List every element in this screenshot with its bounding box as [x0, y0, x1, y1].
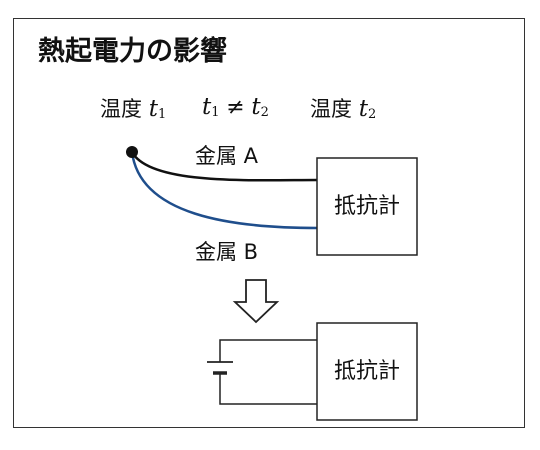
temp-left-label: 温度 t1: [100, 96, 167, 122]
resistance-meter-box-top: [316, 157, 418, 256]
metal-b-wire: [130, 151, 319, 230]
meter-label-top: 抵抗計: [334, 194, 401, 219]
down-arrow-icon: [232, 279, 280, 324]
temp-right-label: 温度 t2: [310, 96, 377, 122]
temperature-condition: t1 ≠ t2: [202, 94, 269, 120]
diagram-title: 熱起電力の影響: [38, 36, 227, 67]
metal-a-wire: [130, 151, 319, 182]
metal-a-label: 金属 A: [195, 144, 259, 168]
diagram-frame: [13, 18, 525, 428]
circuit-wire-top: [219, 339, 317, 362]
circuit-wire-bottom: [219, 373, 317, 405]
thermal-junction-dot: [126, 146, 138, 158]
resistance-meter-box-bottom: [316, 322, 418, 421]
metal-b-label: 金属 B: [195, 240, 259, 264]
meter-label-bottom: 抵抗計: [334, 359, 401, 384]
